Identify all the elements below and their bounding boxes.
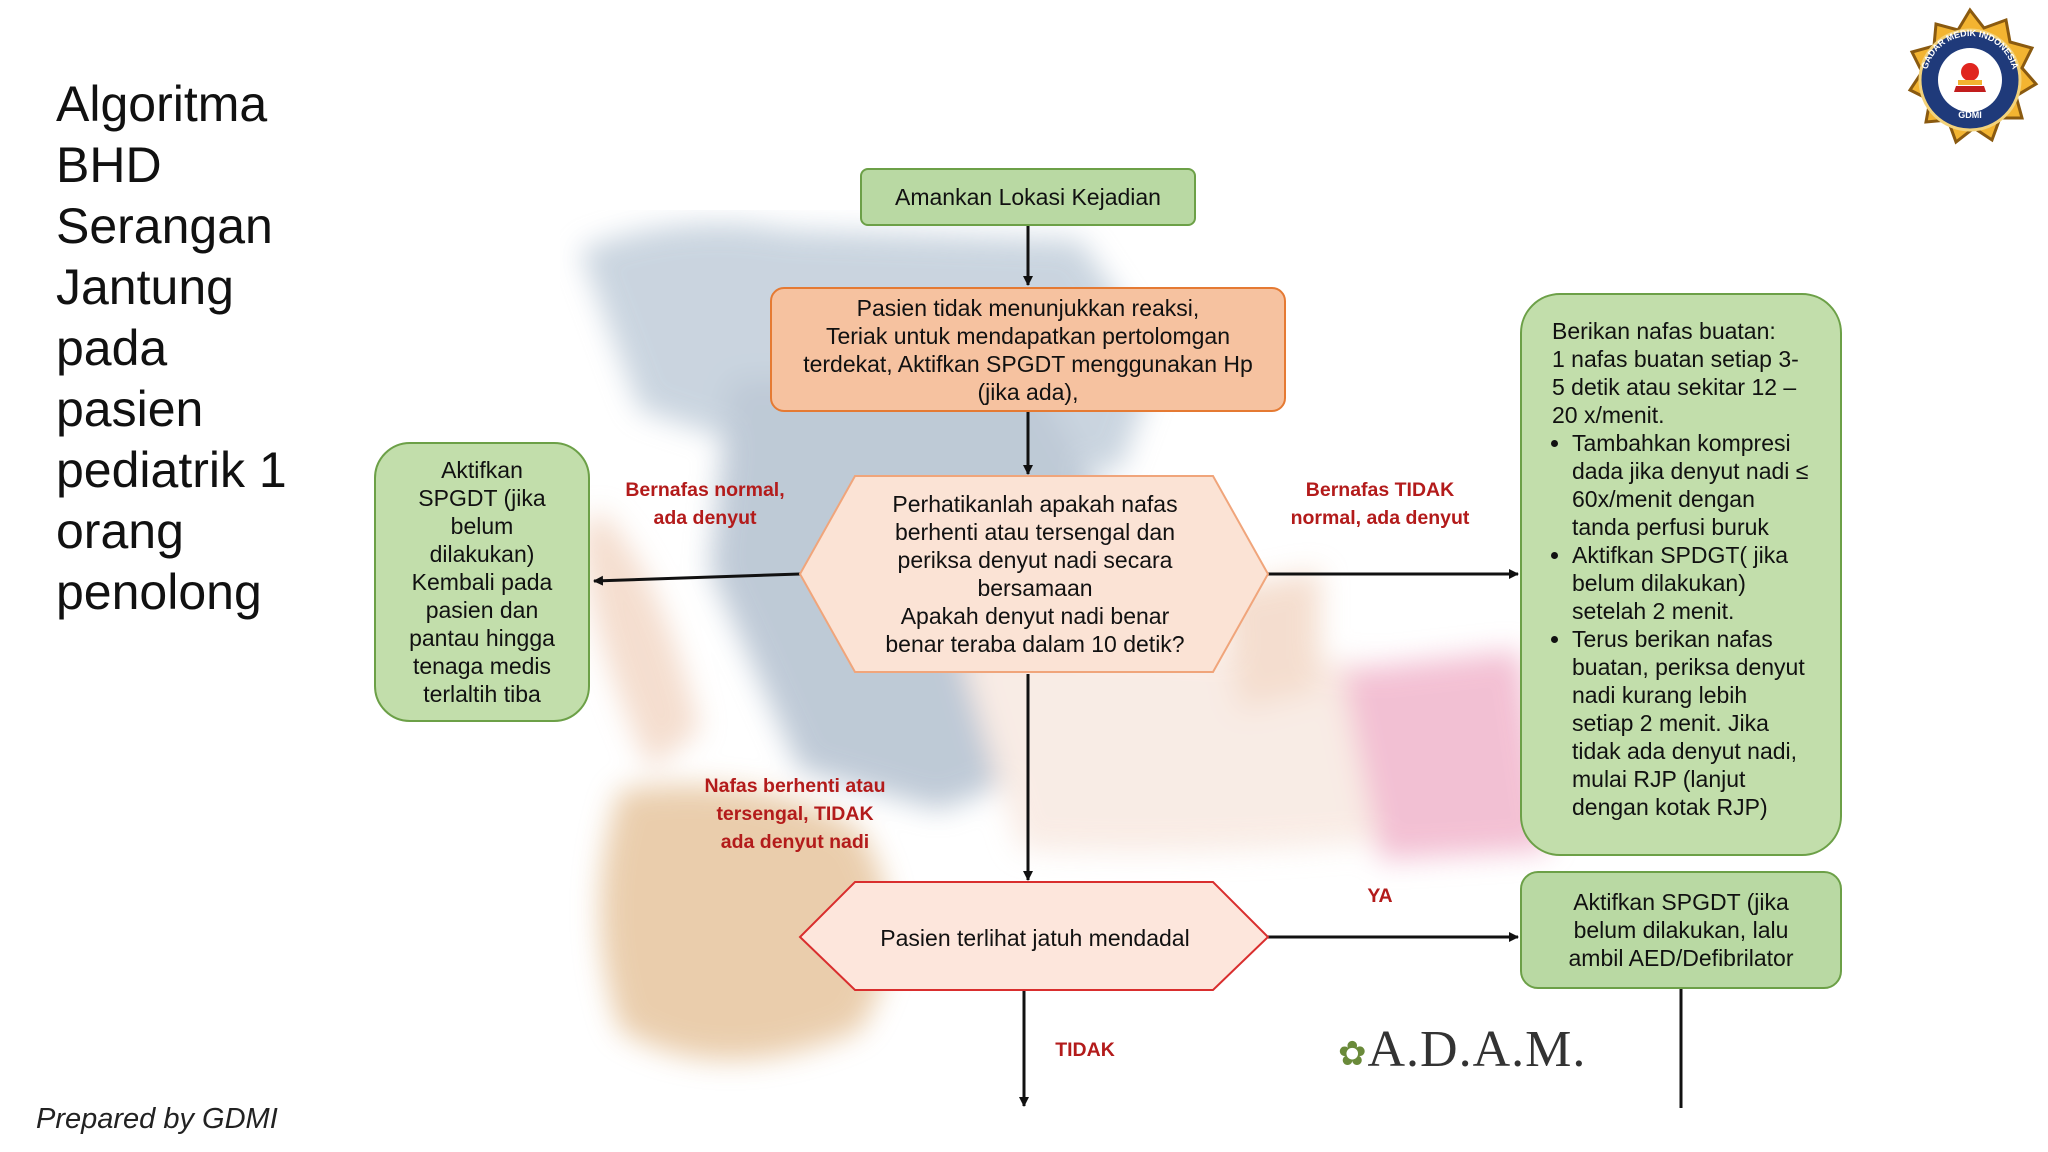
- title-line: pasien: [56, 381, 204, 437]
- rescue-breathing-box: Berikan nafas buatan: 1 nafas buatan set…: [1520, 293, 1842, 856]
- check-line: Teriak untuk mendapatkan pertolomgan: [825, 322, 1230, 349]
- title-line: pediatrik 1: [56, 442, 287, 498]
- check-response-box: Pasien tidak menunjukkan reaksi, Teriak …: [770, 287, 1286, 412]
- normal-breathing-box: Aktifkan SPGDT (jika belum dilakukan) Ke…: [374, 442, 590, 722]
- label-line: Bernafas TIDAK: [1305, 479, 1455, 501]
- left-line: SPGDT (jika: [418, 485, 546, 511]
- decision1-line: Perhatikanlah apakah nafas: [892, 491, 1178, 517]
- rescue-bullet-list: Tambahkan kompresi dada jika denyut nadi…: [1552, 429, 1812, 821]
- title-line: orang: [56, 503, 184, 559]
- title-line: Algoritma: [56, 76, 268, 132]
- check-line: (jika ada),: [977, 378, 1079, 405]
- title-line: Jantung: [56, 259, 234, 315]
- rescue-bullet: Tambahkan kompresi dada jika denyut nadi…: [1572, 429, 1812, 541]
- rescue-intro-line: Berikan nafas buatan:: [1552, 318, 1776, 344]
- label-line: Nafas berhenti atau: [704, 775, 886, 797]
- label-tidak: TIDAK: [1055, 1039, 1115, 1061]
- left-line: Aktifkan: [441, 457, 523, 483]
- adam-watermark: ✿A.D.A.M.: [1338, 1020, 1586, 1079]
- title-line: penolong: [56, 564, 262, 620]
- label-line: ada denyut: [653, 507, 757, 529]
- prepared-by: Prepared by GDMI: [36, 1103, 278, 1135]
- decision1-line: Apakah denyut nadi benar: [900, 603, 1170, 629]
- label-normal-breathing: Bernafas normal, ada denyut: [610, 476, 800, 532]
- label-ya: YA: [1367, 885, 1393, 907]
- aed-line: Aktifkan SPGDT (jika: [1573, 889, 1789, 915]
- decision1-text: Perhatikanlah apakah nafas berhenti atau…: [820, 478, 1250, 670]
- label-line: normal, ada denyut: [1290, 507, 1470, 529]
- left-line: belum: [450, 513, 514, 539]
- rescue-bullet: Aktifkan SPDGT( jika belum dilakukan) se…: [1572, 541, 1812, 625]
- gdmi-logo: GADAR MEDIK INDONESIA GDMI: [1907, 7, 2039, 145]
- title-line: BHD: [56, 137, 162, 193]
- leaf-icon: ✿: [1338, 1036, 1368, 1074]
- arrow-decision1-to-left: [593, 572, 801, 586]
- decision1-line: benar teraba dalam 10 detik?: [885, 631, 1185, 657]
- rescue-bullet: Terus berikan nafas buatan, periksa deny…: [1572, 625, 1812, 821]
- decision2-label: Pasien terlihat jatuh mendadal: [880, 925, 1190, 951]
- rescue-intro: Berikan nafas buatan: 1 nafas buatan set…: [1552, 317, 1812, 429]
- left-line: dilakukan): [429, 541, 535, 567]
- title-line: Serangan: [56, 198, 273, 254]
- logo-abbrev: GDMI: [1958, 110, 1982, 120]
- check-line: terdekat, Aktifkan SPGDT menggunakan Hp: [803, 350, 1253, 377]
- decision2-hexagon: [798, 881, 1270, 991]
- rescue-intro-line: 20 x/menit.: [1552, 402, 1665, 428]
- left-line: tenaga medis: [412, 653, 552, 679]
- decision2-text: Pasien terlihat jatuh mendadal: [840, 888, 1230, 988]
- label-line: ada denyut nadi: [720, 831, 870, 853]
- watermark-text: A.D.A.M.: [1367, 1021, 1587, 1078]
- label-no-pulse: Nafas berhenti atau tersengal, TIDAK ada…: [680, 772, 910, 856]
- slide-title: Algoritma BHD Serangan Jantung pada pasi…: [56, 74, 316, 623]
- left-line: pantau hingga: [409, 625, 555, 651]
- left-line: pasien dan: [425, 597, 539, 623]
- start-text: Amankan Lokasi Kejadian: [895, 184, 1161, 210]
- left-line: Kembali pada: [411, 569, 553, 595]
- rescue-intro-line: 1 nafas buatan setiap 3-: [1552, 346, 1799, 372]
- decision1-hexagon: [798, 475, 1270, 673]
- aed-line: ambil AED/Defibrilator: [1568, 945, 1794, 971]
- title-line: pada: [56, 320, 168, 376]
- label-not-normal-breathing: Bernafas TIDAK normal, ada denyut: [1270, 476, 1490, 532]
- label-line: Bernafas normal,: [625, 479, 785, 501]
- start-box: Amankan Lokasi Kejadian: [860, 168, 1196, 226]
- left-line: terlaltih tiba: [423, 681, 541, 707]
- decision1-line: bersamaan: [977, 575, 1093, 601]
- aed-box: Aktifkan SPGDT (jika belum dilakukan, la…: [1520, 871, 1842, 989]
- aed-line: belum dilakukan, lalu: [1573, 917, 1789, 943]
- decision1-line: berhenti atau tersengal dan: [894, 519, 1176, 545]
- decision1-line: periksa denyut nadi secara: [897, 547, 1173, 573]
- check-line: Pasien tidak menunjukkan reaksi,: [856, 294, 1200, 321]
- label-line: tersengal, TIDAK: [716, 803, 874, 825]
- rescue-intro-line: 5 detik atau sekitar 12 –: [1552, 374, 1797, 400]
